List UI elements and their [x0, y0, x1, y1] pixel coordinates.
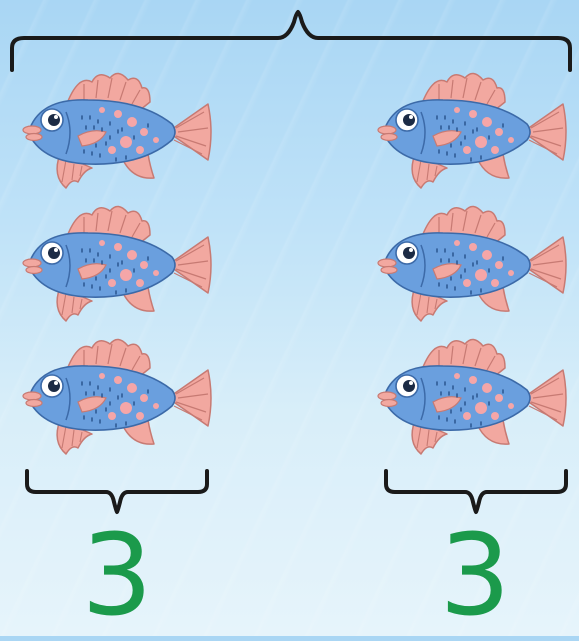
fish-icon [377, 338, 567, 455]
left-group-curly-brace-icon [25, 469, 209, 514]
fish-icon [22, 72, 212, 189]
fish-icon [22, 205, 212, 322]
right-group-curly-brace-icon [384, 469, 568, 514]
fish-icon [377, 205, 567, 322]
right-group-count: 3 [439, 511, 511, 641]
left-group-count: 3 [81, 511, 153, 641]
fish-icon [377, 72, 567, 189]
fish-icon [22, 338, 212, 455]
top-curly-brace-icon [10, 10, 572, 72]
